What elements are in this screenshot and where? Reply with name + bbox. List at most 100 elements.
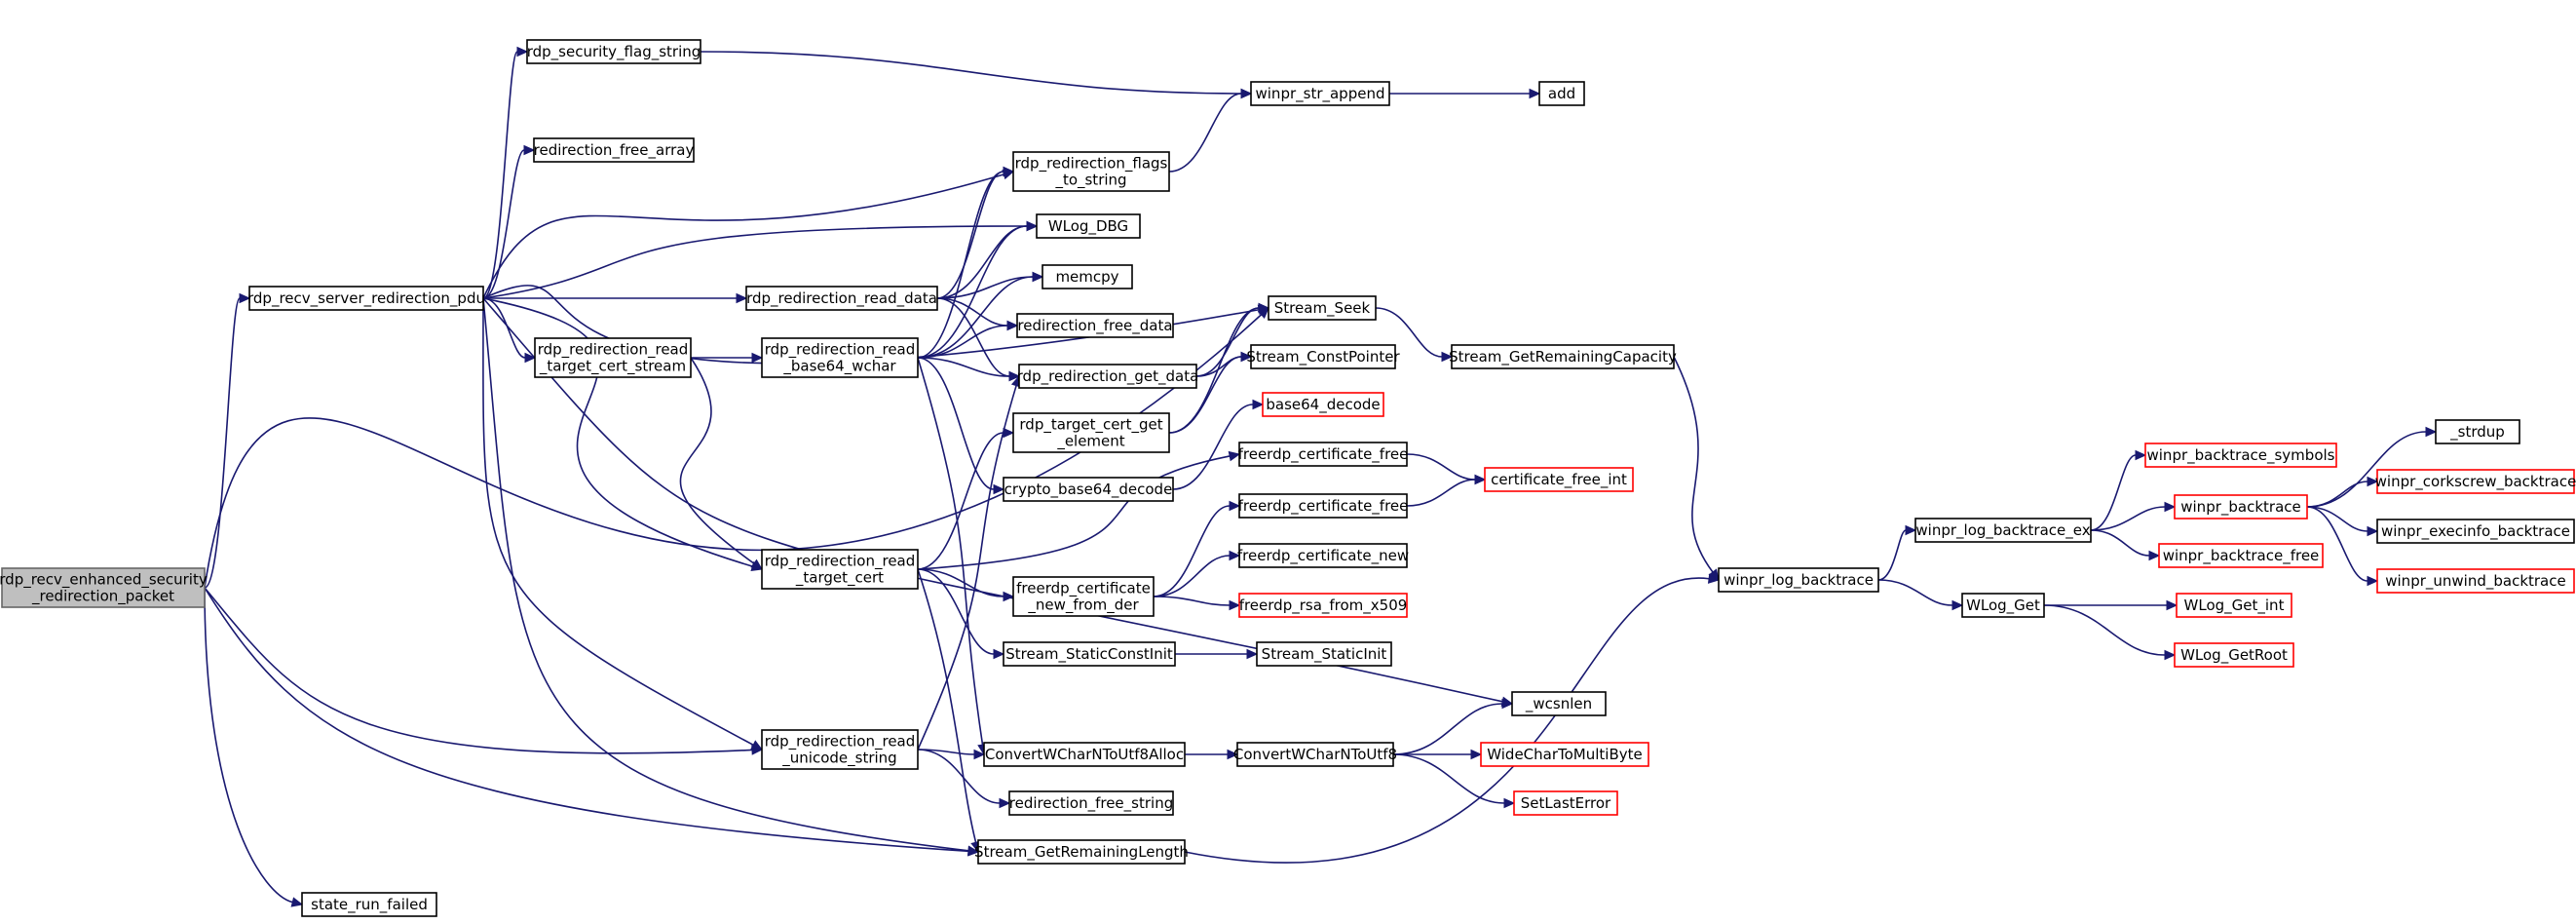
- function-node-state[interactable]: state_run_failed: [301, 892, 437, 917]
- call-edge-line: [2090, 529, 2150, 557]
- function-node-root[interactable]: rdp_recv_enhanced_security_redirection_p…: [0, 567, 208, 608]
- call-edge-b64w-to-memcpy: [917, 271, 1044, 359]
- function-node-b64dec[interactable]: base64_decode: [1262, 392, 1384, 417]
- function-node-wc2mb[interactable]: WideCharToMultiByte: [1480, 742, 1649, 767]
- call-edge-arrowhead: [524, 352, 537, 364]
- function-node-box: [977, 839, 1186, 865]
- function-node-box: [1042, 264, 1133, 289]
- call-edge-arrowhead: [973, 749, 986, 760]
- function-node-wlogdbg[interactable]: WLog_DBG: [1036, 213, 1141, 239]
- function-node-getdata[interactable]: rdp_redirection_get_data: [1017, 364, 1199, 389]
- call-edge-readdata-to-wlogdbg: [936, 220, 1039, 299]
- function-node-wcsnlen[interactable]: _wcsnlen: [1511, 691, 1607, 716]
- function-node-label: rdp_recv_enhanced_security: [0, 571, 208, 590]
- call-edge-arrowhead: [2166, 599, 2178, 611]
- call-edge-root-to-pdu: [204, 292, 251, 589]
- function-node-bt[interactable]: winpr_backtrace: [2174, 494, 2308, 520]
- function-node-wc2u8[interactable]: ConvertWCharNToUtf8: [1233, 742, 1397, 767]
- function-node-box: [1480, 742, 1649, 767]
- function-node-label: _target_cert_stream: [539, 358, 686, 376]
- function-node-remlen[interactable]: Stream_GetRemainingLength: [974, 839, 1189, 865]
- function-node-constptr[interactable]: Stream_ConstPointer: [1246, 344, 1400, 369]
- call-edge-certstream-to-b64w: [691, 352, 764, 364]
- function-node-certnewder[interactable]: freerdp_certificate_new_from_der: [1012, 576, 1155, 617]
- function-node-label: redirection_free_array: [534, 141, 695, 160]
- function-node-label: redirection_free_string: [1009, 794, 1173, 813]
- function-node-label: winpr_backtrace_symbols: [2147, 446, 2335, 465]
- function-node-label: freerdp_certificate_free: [1238, 497, 1409, 516]
- function-node-label: _redirection_packet: [31, 588, 174, 606]
- function-node-seek[interactable]: Stream_Seek: [1268, 295, 1377, 321]
- function-node-cryptob64[interactable]: crypto_base64_decode: [1003, 477, 1174, 502]
- function-node-getint[interactable]: WLog_Get_int: [2176, 593, 2292, 618]
- function-node-secflag[interactable]: rdp_security_flag_string: [526, 39, 701, 64]
- call-edge-line: [482, 297, 969, 852]
- call-edge-readdata-to-flags: [936, 166, 1015, 299]
- function-node-rsa[interactable]: freerdp_rsa_from_x509: [1238, 593, 1408, 618]
- function-node-label: rdp_redirection_read: [765, 341, 916, 360]
- function-node-readdata[interactable]: rdp_redirection_read_data: [745, 286, 938, 311]
- function-node-logbtex[interactable]: winpr_log_backtrace_ex: [1914, 518, 2092, 543]
- call-edge-line: [482, 225, 1028, 299]
- function-node-setlasterr[interactable]: SetLastError: [1513, 790, 1618, 816]
- function-node-box: [1012, 412, 1170, 453]
- call-edge-line: [917, 276, 1034, 359]
- function-node-certel[interactable]: rdp_target_cert_get_element: [1012, 412, 1170, 453]
- function-node-box: [2376, 519, 2575, 544]
- function-node-label: crypto_base64_decode: [1004, 481, 1173, 499]
- function-node-btsym[interactable]: winpr_backtrace_symbols: [2144, 443, 2337, 468]
- function-node-pdu[interactable]: rdp_recv_server_redirection_pdu: [247, 286, 485, 311]
- function-node-box: [1012, 151, 1170, 192]
- function-node-strdup[interactable]: _strdup: [2435, 419, 2520, 444]
- function-node-freestr[interactable]: redirection_free_string: [1008, 790, 1174, 816]
- function-node-certfree2[interactable]: freerdp_certificate_free: [1238, 493, 1409, 519]
- function-node-label: ConvertWCharNToUtf8: [1233, 746, 1397, 763]
- call-edge-wlogget-to-getint: [2044, 599, 2178, 611]
- function-node-unwind[interactable]: winpr_unwind_backtrace: [2376, 568, 2575, 594]
- function-node-certnew[interactable]: freerdp_certificate_new: [1237, 543, 1409, 568]
- call-edge-unistr-to-freestr: [917, 749, 1011, 809]
- function-node-corkscrew[interactable]: winpr_corkscrew_backtrace: [2375, 469, 2576, 494]
- function-node-execinfo[interactable]: winpr_execinfo_backtrace: [2376, 519, 2575, 544]
- function-node-readcert[interactable]: rdp_redirection_read_target_cert: [761, 549, 919, 590]
- call-edge-arrowhead: [1501, 698, 1514, 710]
- function-node-wc2u8alloc[interactable]: ConvertWCharNToUtf8Alloc: [983, 742, 1186, 767]
- call-edge-arrowhead: [2367, 476, 2379, 487]
- call-edge-wc2u8-to-setlasterr: [1392, 753, 1516, 809]
- function-node-memcpy[interactable]: memcpy: [1042, 264, 1133, 289]
- call-edge-arrowhead: [1228, 450, 1241, 462]
- function-node-label: winpr_backtrace: [2180, 498, 2301, 517]
- call-edge-line: [1153, 505, 1231, 597]
- call-edge-arrowhead: [516, 46, 529, 58]
- call-edge-arrowhead: [1474, 474, 1487, 485]
- function-node-btfree[interactable]: winpr_backtrace_free: [2158, 543, 2324, 568]
- function-node-add[interactable]: add: [1538, 81, 1585, 106]
- function-node-staticinit[interactable]: Stream_StaticInit: [1256, 641, 1392, 667]
- call-edge-line: [1375, 307, 1443, 358]
- call-edge-flags-to-strappend: [1168, 88, 1253, 173]
- call-edge-logbtex-to-bt: [2090, 501, 2177, 531]
- function-node-certstream[interactable]: rdp_redirection_read_target_cert_stream: [534, 337, 692, 378]
- function-node-box: [1012, 576, 1155, 617]
- function-node-getroot[interactable]: WLog_GetRoot: [2174, 642, 2294, 668]
- function-node-remcap[interactable]: Stream_GetRemainingCapacity: [1449, 344, 1677, 369]
- function-node-unistr[interactable]: rdp_redirection_read_unicode_string: [761, 729, 919, 770]
- function-node-strappend[interactable]: winpr_str_append: [1250, 81, 1390, 106]
- call-edge-remcap-to-logbt: [1673, 356, 1720, 581]
- function-node-freedata[interactable]: redirection_free_data: [1016, 313, 1174, 338]
- function-node-staticconst[interactable]: Stream_StaticConstInit: [1003, 641, 1176, 667]
- function-node-logbt[interactable]: winpr_log_backtrace: [1718, 567, 1879, 593]
- function-node-b64w[interactable]: rdp_redirection_read_base64_wchar: [761, 337, 919, 378]
- function-node-label: base64_decode: [1266, 396, 1380, 414]
- function-node-box: [1238, 493, 1408, 519]
- function-node-box: [1262, 392, 1384, 417]
- function-node-certfreeint[interactable]: certificate_free_int: [1484, 467, 1634, 492]
- function-node-freearr[interactable]: redirection_free_array: [533, 137, 695, 163]
- function-node-flags[interactable]: rdp_redirection_flags_to_string: [1012, 151, 1170, 192]
- function-node-certfree1[interactable]: freerdp_certificate_free: [1238, 442, 1409, 467]
- function-node-label: rdp_redirection_read: [765, 553, 916, 571]
- function-node-box: [1238, 543, 1408, 568]
- function-node-wlogget[interactable]: WLog_Get: [1961, 593, 2045, 618]
- call-edge-arrowhead: [290, 897, 304, 907]
